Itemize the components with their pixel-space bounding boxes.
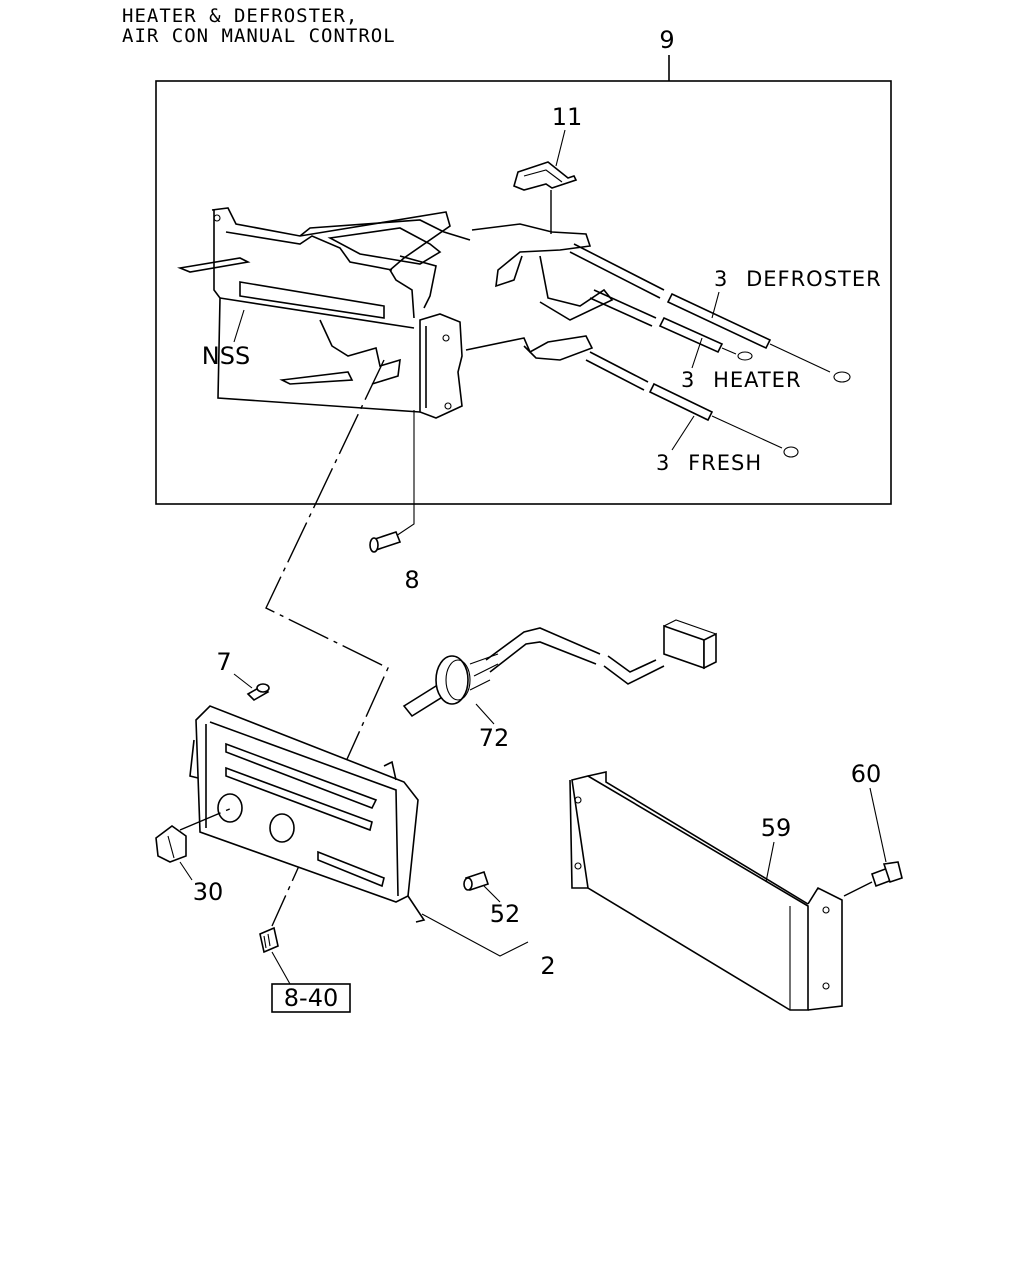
bracket-callout: 59: [761, 814, 792, 842]
screw-7-callout: 7: [216, 648, 231, 676]
assembly-callout: 9: [659, 26, 674, 54]
control-bracket: [177, 207, 614, 419]
defroster-qty: 3: [714, 267, 728, 291]
defroster-name: DEFROSTER: [746, 267, 882, 291]
knob-callout-leader: [179, 861, 193, 881]
screw-8-part: [369, 531, 402, 553]
defroster-label: 3 DEFROSTER: [714, 267, 882, 291]
nss-callout: NSS: [202, 342, 250, 370]
heater-qty: 3: [681, 368, 695, 392]
bolt-part: [870, 861, 903, 888]
screw-7-leader: [233, 673, 253, 689]
reference-callout: 8-40: [284, 984, 338, 1012]
reference-bulb-part: [259, 926, 279, 954]
bolt-callout: 60: [851, 760, 882, 788]
fresh-label: 3 FRESH: [656, 451, 762, 475]
knob-part: [155, 825, 187, 863]
bulb-callout: 52: [490, 900, 521, 928]
fresh-qty: 3: [656, 451, 670, 475]
clip-leader: [555, 129, 566, 167]
nss-leader: [233, 309, 245, 343]
bolt-dash-line: [843, 881, 873, 897]
bolt-leader: [869, 787, 887, 863]
reference-box: [271, 983, 351, 1013]
screw-8-callout: 8: [404, 566, 419, 594]
knob-callout: 30: [193, 878, 224, 906]
heater-cable: [589, 289, 753, 361]
bulb-part: [463, 870, 490, 892]
clip-part: [513, 161, 578, 191]
fresh-leader: [671, 415, 695, 451]
fresh-cable: [585, 351, 799, 458]
bracket-leader: [765, 841, 775, 883]
clip-callout: 11: [552, 103, 583, 131]
bulb-leader: [483, 885, 501, 903]
fresh-name: FRESH: [688, 451, 762, 475]
defroster-leader: [711, 291, 720, 319]
blower-resistor: [402, 619, 717, 718]
assembly-frame: [155, 80, 892, 505]
reference-leader: [271, 951, 291, 985]
heater-leader: [691, 337, 703, 369]
knob-leader: [179, 807, 233, 831]
diagram-title: HEATER & DEFROSTER, AIR CON MANUAL CONTR…: [122, 6, 396, 46]
defroster-cable: [569, 243, 851, 383]
title-line-2: AIR CON MANUAL CONTROL: [122, 25, 396, 47]
control-panel: [189, 705, 426, 923]
resistor-callout: 72: [479, 724, 510, 752]
panel-leader: [421, 913, 529, 957]
panel-callout: 2: [540, 952, 555, 980]
heater-name: HEATER: [713, 368, 801, 392]
screw-7-part: [246, 683, 270, 701]
screw-8-leader: [395, 410, 415, 537]
title-line-1: HEATER & DEFROSTER,: [122, 5, 359, 27]
resistor-leader: [475, 703, 495, 725]
heater-label: 3 HEATER: [681, 368, 802, 392]
mounting-bracket: [569, 771, 843, 1011]
